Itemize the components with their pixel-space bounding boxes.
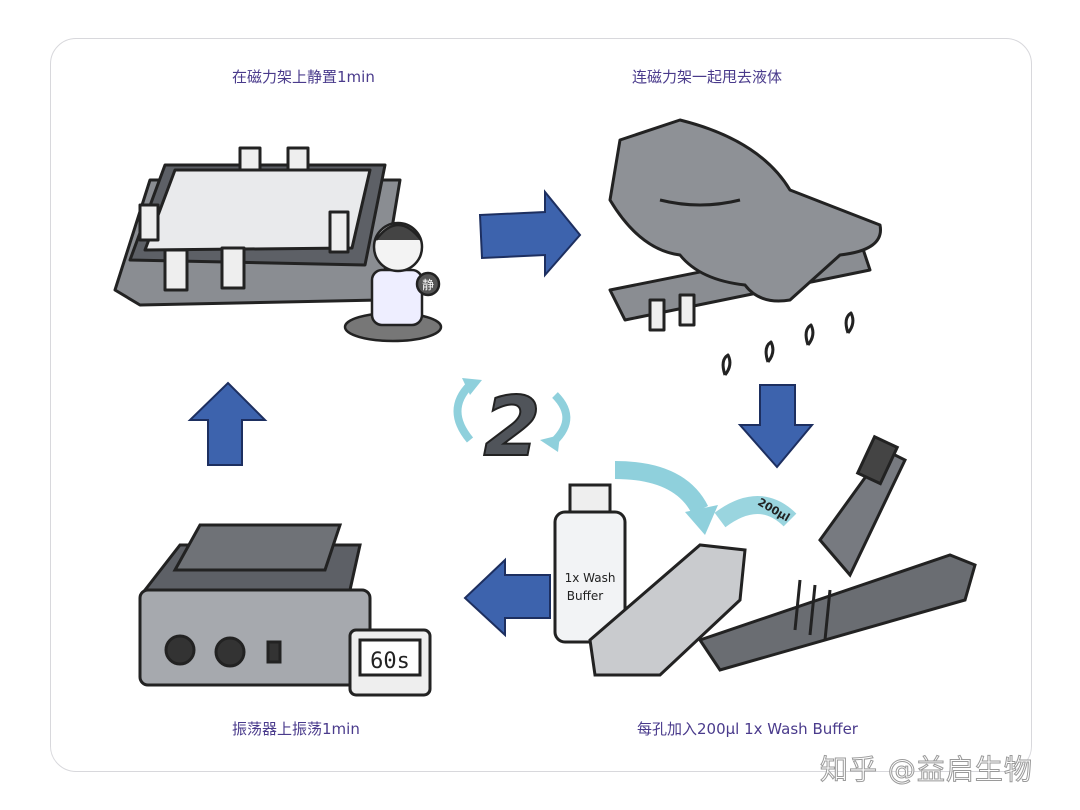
bottle-label-line1: 1x Wash <box>565 571 616 585</box>
character-illustration: 静 <box>343 221 443 343</box>
multichannel-pipette-illustration <box>697 434 977 672</box>
shaker-illustration <box>138 523 372 687</box>
arrow-up-icon <box>187 381 268 466</box>
bottle-label-line2: Buffer <box>567 589 603 603</box>
repeat-cycle-icon: 2 <box>453 378 571 476</box>
diagram-frame <box>50 38 1032 772</box>
watermark: 知乎 @益启生物 <box>820 753 1033 787</box>
magnetic-rack-illustration <box>113 146 402 307</box>
step-label-shake: 振荡器上振荡1min <box>232 720 360 738</box>
step-label-rest-on-magnet: 在磁力架上静置1min <box>232 68 375 86</box>
timer-display: 60s <box>370 649 410 674</box>
arrow-left-icon <box>463 557 551 638</box>
cycle-count: 2 <box>483 380 540 475</box>
wash-buffer-bottle-illustration: 1x Wash Buffer <box>553 483 627 644</box>
character-badge: 静 <box>422 278 434 292</box>
step-label-add-wash-buffer: 每孔加入200μl 1x Wash Buffer <box>637 720 858 738</box>
timer-illustration: 60s <box>348 628 432 697</box>
step-label-discard-liquid: 连磁力架一起甩去液体 <box>632 68 783 86</box>
hand-with-rack-illustration <box>608 118 882 376</box>
reservoir-trough-illustration <box>588 543 747 677</box>
pour-arrow-icon <box>614 461 718 535</box>
pipette-volume-arrow: 200μl <box>714 496 797 528</box>
arrow-down-icon <box>737 384 815 469</box>
arrow-right-icon <box>478 189 582 278</box>
